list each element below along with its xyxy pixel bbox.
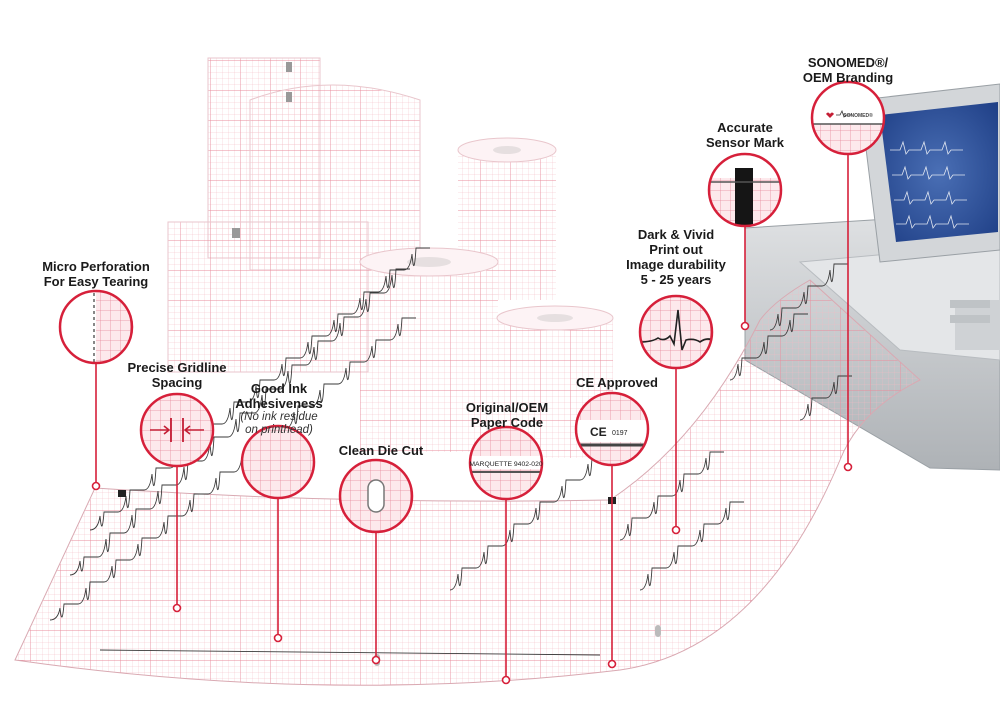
magnifier-ce bbox=[574, 391, 650, 467]
magnifier-paper-code bbox=[468, 425, 544, 501]
paper-products bbox=[167, 57, 614, 458]
label-ce: CE Approved bbox=[576, 375, 658, 390]
magnifier-branding bbox=[810, 80, 886, 156]
label-paper-code: Original/OEM Paper Code bbox=[465, 400, 549, 430]
label-micro-perforation: Micro Perforation For Easy Tearing bbox=[42, 259, 150, 289]
label-print: Dark & Vivid Print out Image durability … bbox=[626, 227, 726, 287]
ce-mark: CE bbox=[590, 425, 607, 439]
callout-lines bbox=[95, 154, 849, 678]
branding-inset-text: SONOMED® bbox=[843, 112, 873, 119]
magnifier-ink bbox=[240, 424, 316, 500]
magnifier-micro-perforation bbox=[58, 289, 134, 365]
paper-code-text: MARQUETTE 9402-020 bbox=[469, 461, 543, 468]
ce-code: 0197 bbox=[612, 430, 628, 437]
label-sensor: Accurate Sensor Mark bbox=[705, 120, 785, 150]
label-gridline: Precise Gridline Spacing bbox=[127, 360, 227, 390]
label-branding: SONOMED®/ OEM Branding bbox=[802, 55, 894, 85]
label-die-cut: Clean Die Cut bbox=[338, 443, 424, 458]
magnifier-gridline bbox=[139, 392, 215, 468]
label-ink: Good Ink Adhesiveness (No ink residue on… bbox=[235, 381, 323, 436]
magnifier-sensor bbox=[707, 152, 783, 228]
magnifier-print bbox=[638, 294, 714, 370]
ecg-paper-strip bbox=[14, 247, 921, 686]
callout-dots bbox=[91, 321, 853, 685]
magnifier-die-cut bbox=[338, 458, 414, 534]
